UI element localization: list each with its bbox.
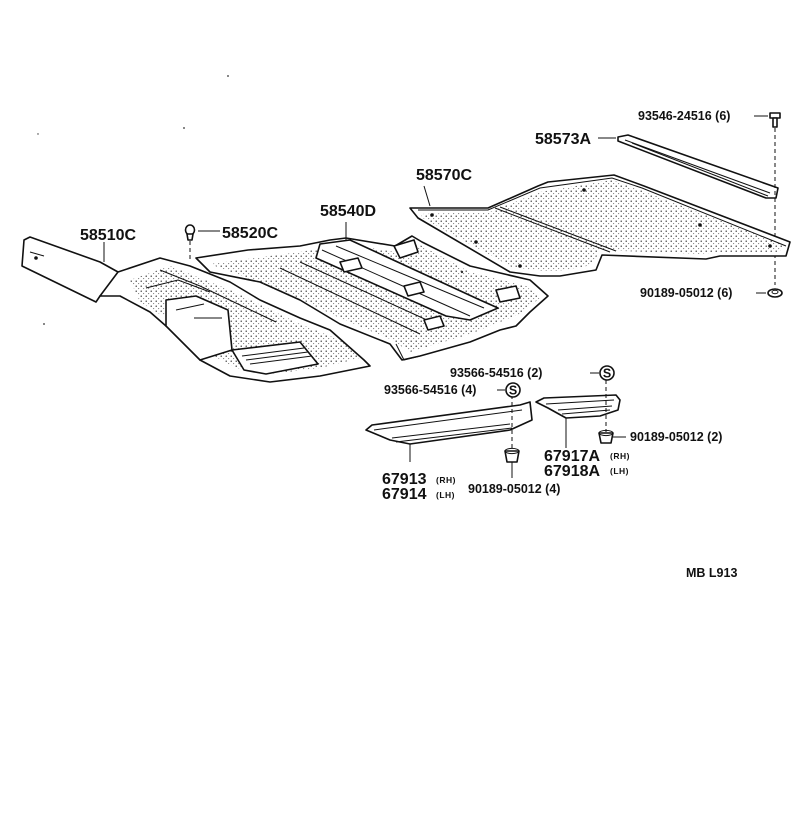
label-58570c: 58570C — [416, 167, 472, 184]
svg-text:S: S — [603, 367, 611, 381]
label-67917a: 67917A — [544, 448, 600, 465]
step-plate-67917a-67918a — [535, 380, 621, 432]
label-93566-4: 93566-54516 (4) — [384, 383, 476, 397]
label-67913: 67913 — [382, 471, 427, 488]
screw-symbol-s-4: S — [505, 382, 521, 398]
label-58510c: 58510C — [80, 227, 136, 244]
screw-93546 — [769, 112, 781, 285]
label-67918a: 67918A — [544, 463, 600, 480]
leader-lines — [103, 115, 768, 478]
svg-text:S: S — [509, 384, 517, 398]
label-67913-side: (RH) — [436, 475, 456, 485]
footer-code: MB L913 — [686, 566, 737, 580]
label-67914: 67914 — [382, 486, 427, 503]
label-58520c: 58520C — [222, 225, 278, 242]
rear-floor-mat-58570c — [409, 174, 791, 277]
front-floor-mat-58510c — [21, 236, 371, 383]
clip-58520c — [184, 224, 196, 262]
screw-symbol-s-2: S — [599, 365, 615, 381]
center-floor-mat-58540d — [195, 235, 549, 361]
step-plate-67913-67914 — [365, 395, 533, 448]
label-67914-side: (LH) — [436, 490, 455, 500]
label-58540d: 58540D — [320, 203, 376, 220]
strip-58573a — [617, 134, 779, 199]
label-67918a-side: (LH) — [610, 466, 629, 476]
label-90189-6: 90189-05012 (6) — [640, 286, 732, 300]
nut-90189-top — [767, 288, 783, 298]
label-93546: 93546-24516 (6) — [638, 109, 730, 123]
label-90189-2: 90189-05012 (2) — [630, 430, 722, 444]
label-93566-2: 93566-54516 (2) — [450, 366, 542, 380]
label-67917a-side: (RH) — [610, 451, 630, 461]
nut-90189-step-short — [598, 429, 614, 444]
nut-90189-step-long — [504, 447, 520, 463]
label-90189-4: 90189-05012 (4) — [468, 482, 560, 496]
label-58573a: 58573A — [535, 131, 591, 148]
specks — [37, 75, 464, 325]
